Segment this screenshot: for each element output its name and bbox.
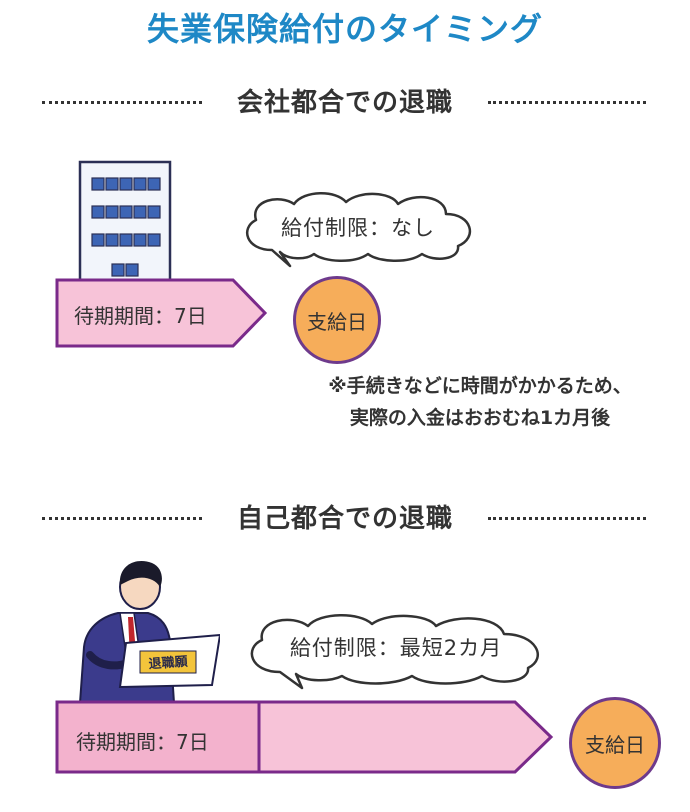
restriction-text: 給付制限：最短2カ月 — [289, 636, 503, 660]
restriction-text: 給付制限：なし — [281, 216, 435, 240]
divider-right — [488, 517, 646, 520]
waiting-period-label: 待期期間：7日 — [76, 730, 209, 754]
payday-label: 支給日 — [307, 310, 367, 334]
divider-left — [42, 517, 202, 520]
payment-note-line1: ※手続きなどに時間がかかるため、 — [328, 375, 632, 397]
waiting-period-label: 待期期間：7日 — [74, 304, 207, 328]
restriction-speech-cloud — [246, 192, 472, 268]
businessman-resignation-icon — [78, 561, 220, 704]
waiting-period-arrow — [55, 278, 268, 348]
payday-circle — [293, 276, 381, 364]
payment-note-line2: 実際の入金はおおむね1カ月後 — [349, 407, 611, 429]
page-title: 失業保険給付のタイミング — [146, 10, 543, 48]
restriction-speech-cloud — [250, 614, 539, 690]
section-heading-text: 会社都合での退職 — [236, 88, 453, 118]
payment-note: ※手続きなどに時間がかかるため、 実際の入金はおおむね1カ月後 — [270, 370, 690, 434]
section-heading-text: 自己都合での退職 — [236, 504, 453, 534]
divider-right — [488, 101, 646, 104]
office-building-icon — [78, 160, 172, 288]
section-heading-company: 会社都合での退職 — [0, 82, 690, 122]
payday-label: 支給日 — [585, 733, 645, 757]
section-heading-self: 自己都合での退職 — [0, 498, 690, 538]
waiting-restriction-arrow — [55, 700, 554, 774]
payday-circle — [569, 697, 661, 789]
divider-left — [42, 101, 202, 104]
